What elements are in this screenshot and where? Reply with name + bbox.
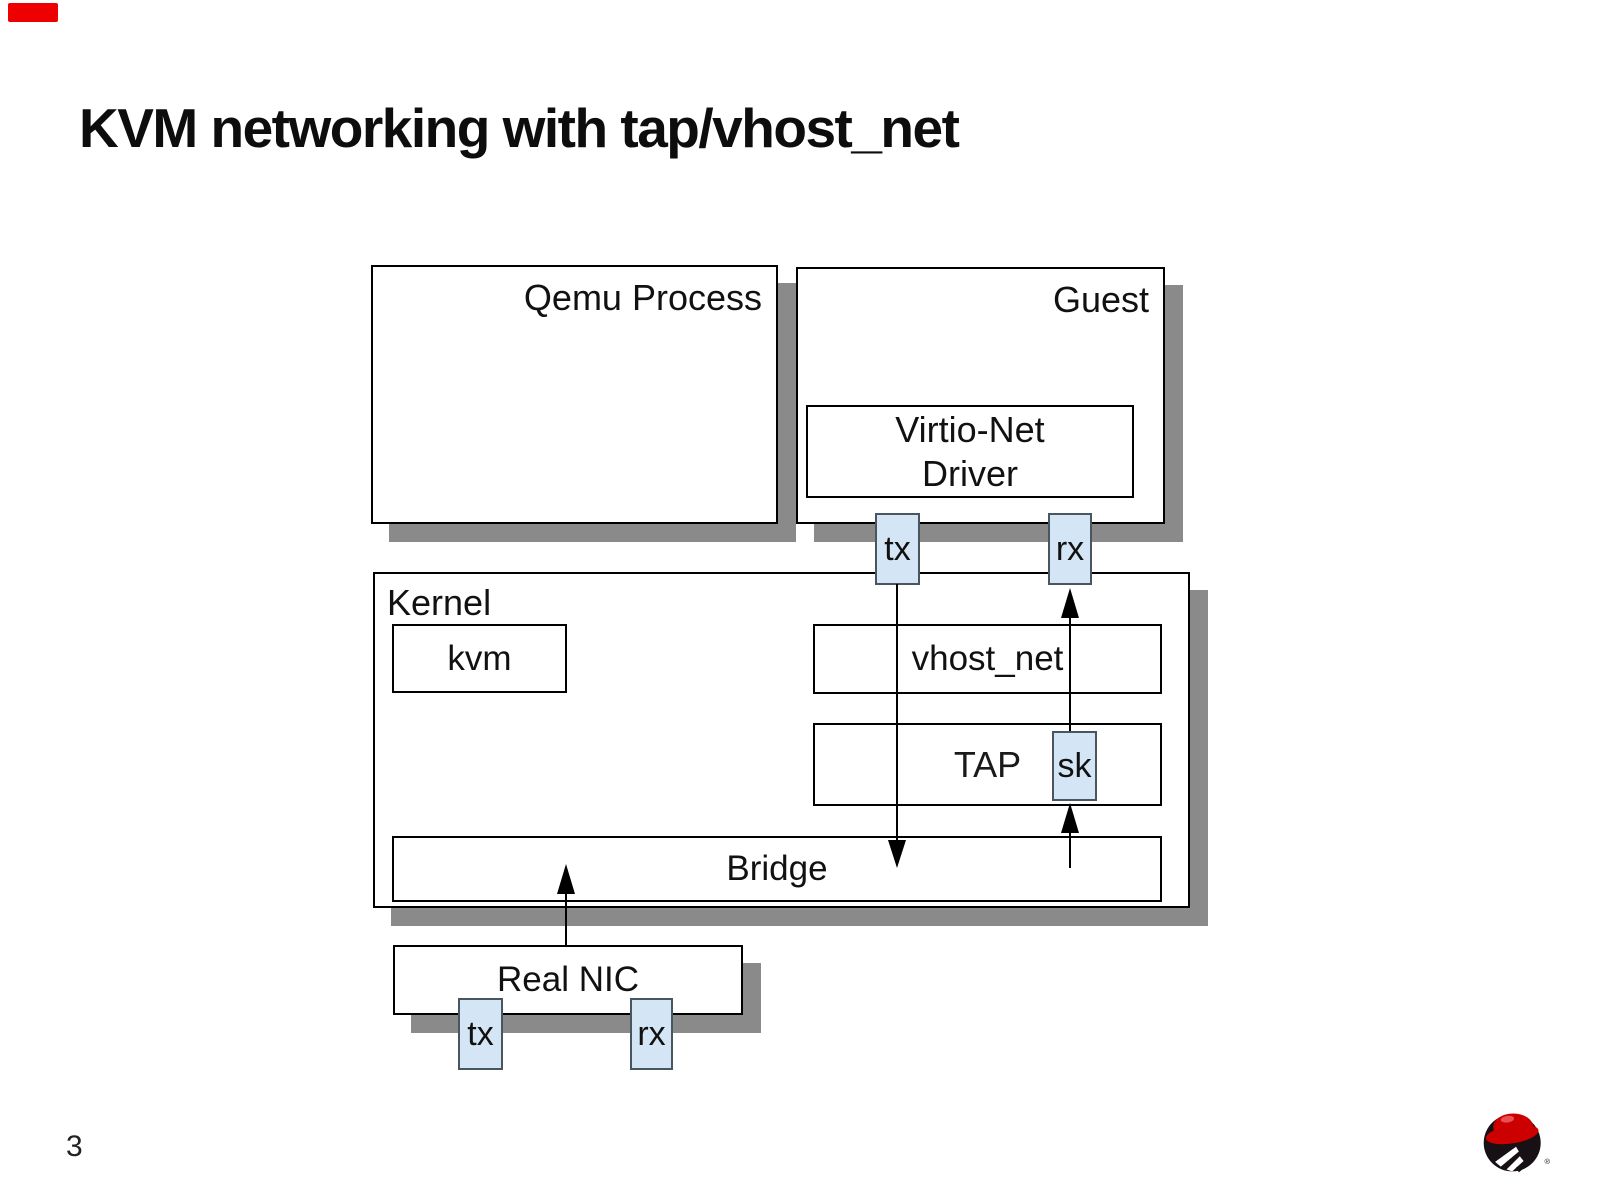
vhost-net-box: vhost_net <box>813 624 1162 694</box>
redhat-shadowman-logo-icon: ® <box>1483 1113 1551 1173</box>
nic-rx-chip: rx <box>630 998 673 1070</box>
sk-socket-chip: sk <box>1052 731 1097 801</box>
page-number: 3 <box>66 1130 83 1163</box>
tap-box: TAP <box>813 723 1162 806</box>
guest-rx-chip: rx <box>1048 513 1092 585</box>
red-corner-marker <box>8 3 58 22</box>
kvm-box: kvm <box>392 624 567 693</box>
virtio-label-line2: Driver <box>922 452 1018 494</box>
tap-label: TAP <box>953 743 1022 785</box>
nic-tx-chip: tx <box>458 998 503 1070</box>
bridge-box: Bridge <box>392 836 1162 902</box>
registered-trademark-glyph: ® <box>1545 1157 1551 1166</box>
virtio-label-line1: Virtio-Net <box>895 408 1045 450</box>
slide-title: KVM networking with tap/vhost_net <box>79 97 960 159</box>
qemu-process-box: Qemu Process <box>371 265 778 524</box>
qemu-process-label: Qemu Process <box>523 277 762 318</box>
guest-tx-chip: tx <box>875 513 920 585</box>
guest-label: Guest <box>1052 279 1149 320</box>
kernel-label: Kernel <box>387 582 492 623</box>
virtio-net-driver-box: Virtio-Net Driver <box>806 405 1134 498</box>
real-nic-box: Real NIC <box>393 945 743 1015</box>
